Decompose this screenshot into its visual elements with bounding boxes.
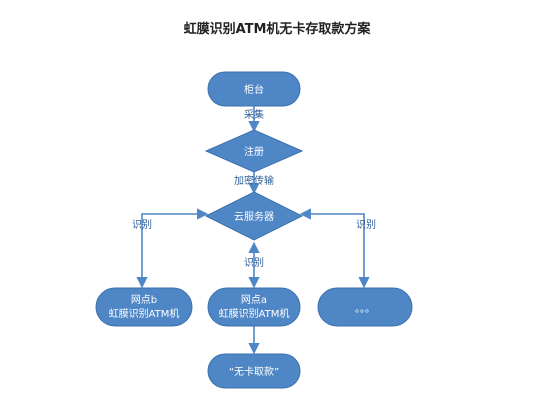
cloud-server-node-label: 云服务器 — [234, 210, 274, 223]
more-branches-node — [317, 287, 413, 327]
edge-label-encrypt: 加密传输 — [234, 174, 274, 187]
edge-label-collect: 采集 — [244, 108, 264, 121]
cardless-withdrawal-node — [207, 353, 301, 389]
register-node-label: 注册 — [244, 145, 264, 158]
cloud-server-node — [204, 191, 304, 241]
branch-b-name: 网点b — [131, 294, 157, 306]
branch-a-atm: 虹膜识别ATM机 — [219, 307, 290, 320]
counter-node-label: 柜台 — [244, 83, 264, 96]
register-node — [204, 129, 304, 173]
branch-b-node — [95, 287, 193, 327]
counter-node — [207, 71, 301, 107]
edge-cloud-branch-more — [299, 208, 370, 289]
edge-cloud-branch-b — [136, 208, 209, 289]
more-branches-label: 。。。 — [355, 304, 375, 315]
branch-a-node — [207, 287, 301, 327]
cardless-withdrawal-label: “无卡取款” — [229, 365, 279, 378]
edge-label-identify-left: 识别 — [132, 219, 152, 231]
branch-b-atm: 虹膜识别ATM机 — [109, 307, 180, 320]
edge-label-identify-right: 识别 — [356, 219, 376, 231]
branch-a-name: 网点a — [241, 294, 267, 306]
edge-label-identify-mid: 识别 — [244, 257, 264, 269]
diagram-title: 虹膜识别ATM机无卡存取款方案 — [183, 22, 371, 37]
